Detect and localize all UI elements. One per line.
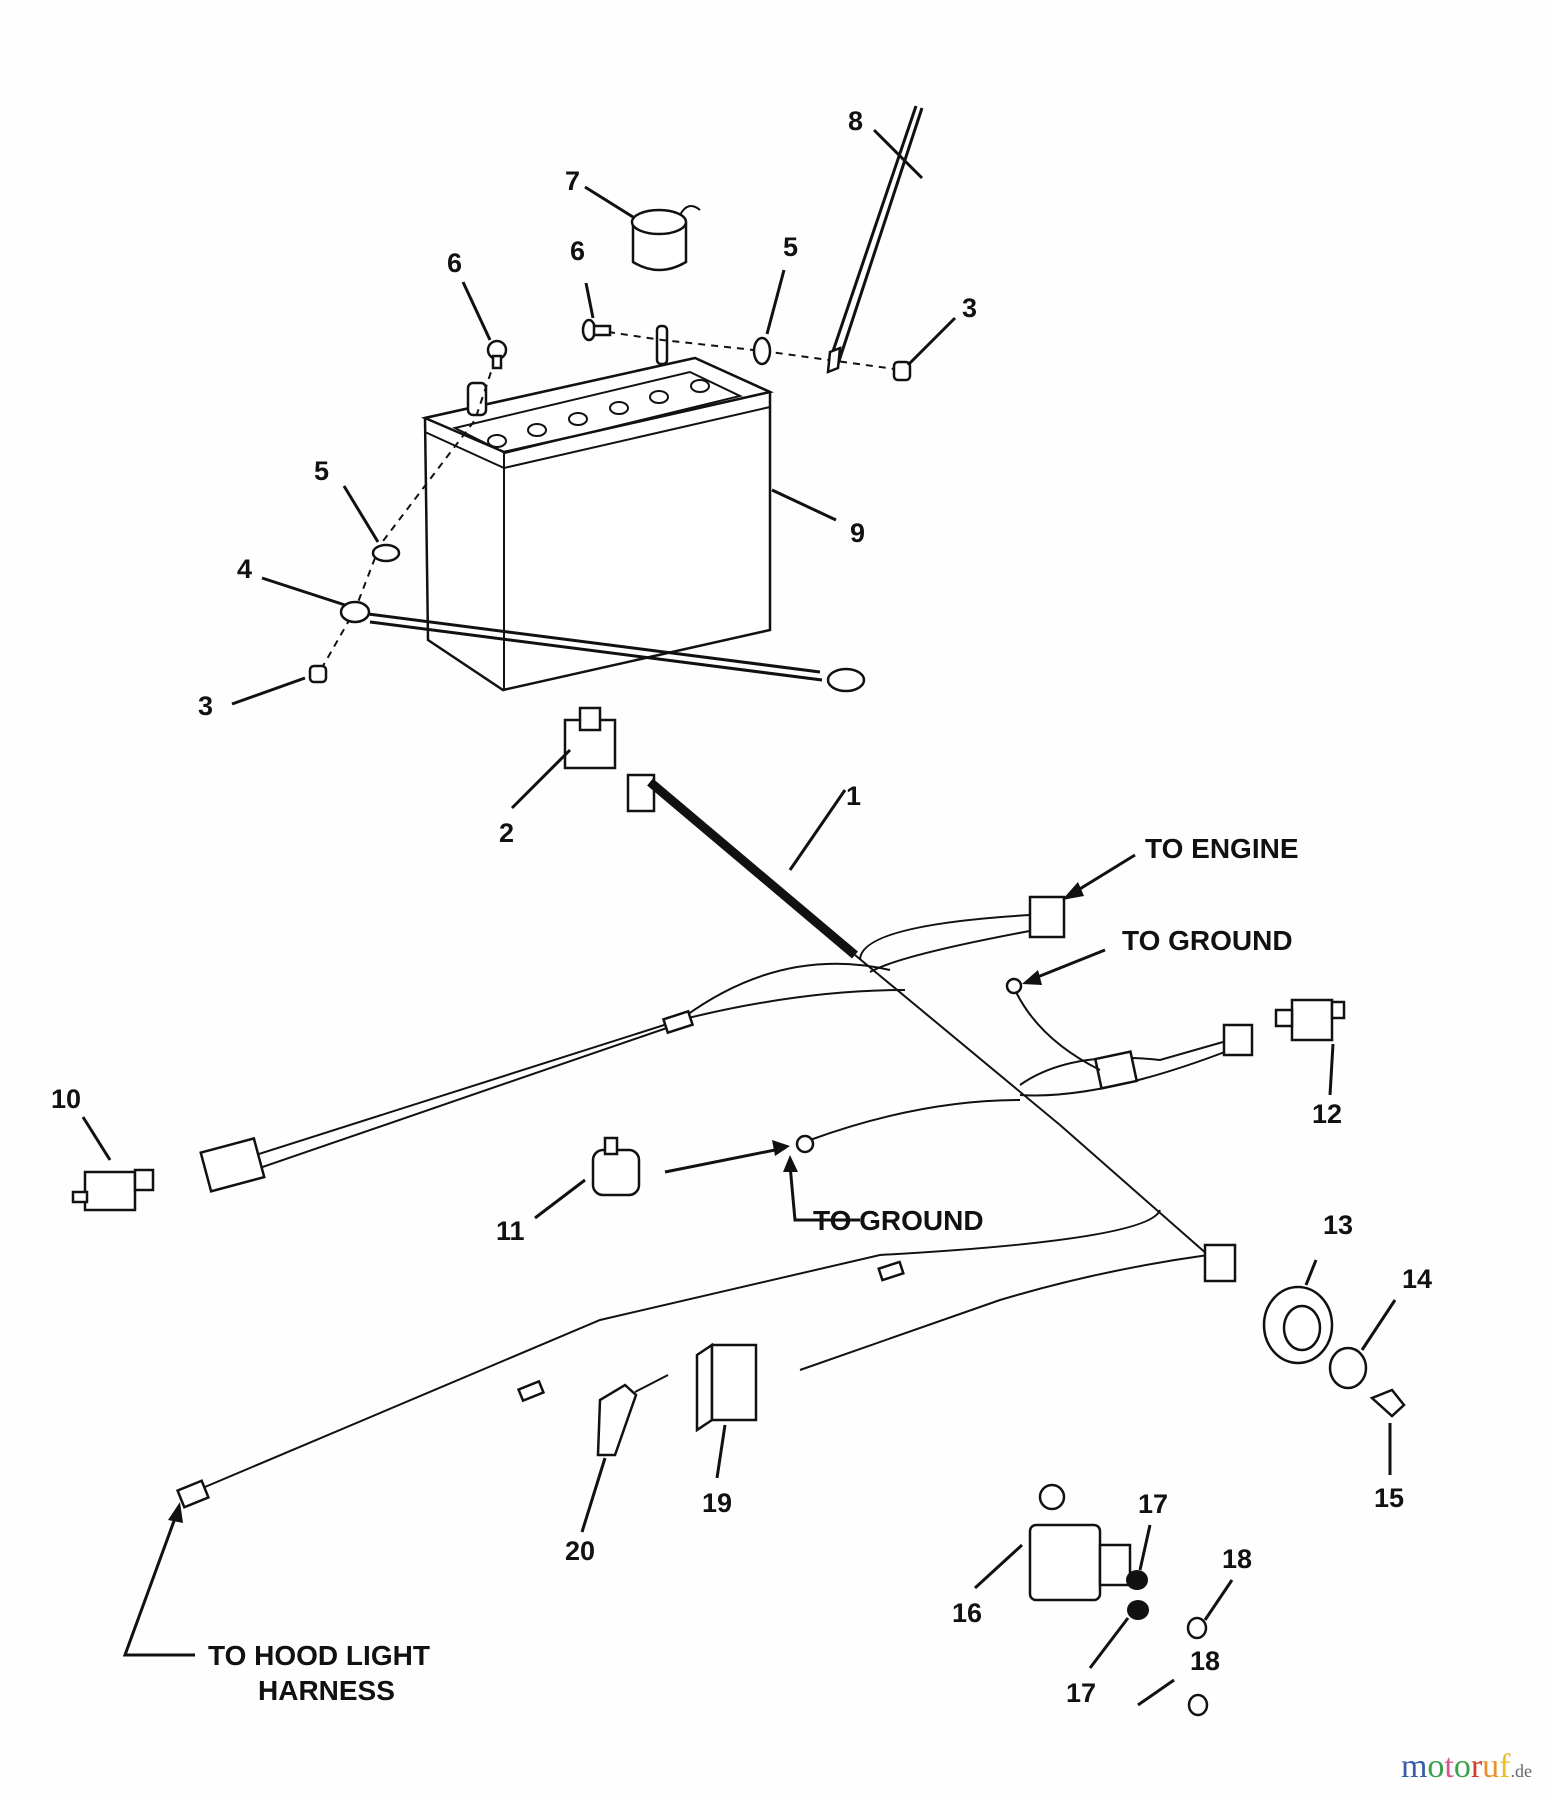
callout-6-left: 6	[447, 248, 462, 278]
nut-left	[308, 664, 328, 684]
battery	[420, 324, 774, 692]
callout-15: 15	[1374, 1483, 1404, 1513]
callout-19: 19	[702, 1488, 732, 1518]
negative-cable	[339, 600, 866, 693]
nut-right	[892, 360, 912, 382]
terminal-cover	[630, 205, 701, 272]
callout-16: 16	[952, 1598, 982, 1628]
callout-8: 8	[848, 106, 863, 136]
watermark-letter: o	[1427, 1748, 1445, 1785]
solenoid-16	[1028, 1483, 1132, 1602]
switch-12	[1274, 998, 1346, 1042]
callout-numbers: 1 2 3 3 4 5 5 6 6 7 8 9 10 11 12 13 14 1…	[51, 106, 1432, 1708]
watermark-letter: m	[1400, 1748, 1428, 1785]
callout-2: 2	[499, 818, 514, 848]
callout-11: 11	[496, 1216, 525, 1246]
callout-5-left: 5	[314, 456, 329, 486]
screw-18a	[1186, 1616, 1208, 1640]
callout-13: 13	[1323, 1210, 1353, 1240]
note-to-ground-upper: TO GROUND	[1122, 925, 1293, 956]
watermark-letter: t	[1444, 1748, 1454, 1785]
callout-18-upper: 18	[1222, 1544, 1252, 1574]
bolt-right	[581, 318, 612, 342]
callout-10: 10	[51, 1084, 81, 1114]
key-15	[1369, 1388, 1406, 1418]
positive-cable	[826, 105, 924, 374]
callout-12: 12	[1312, 1099, 1342, 1129]
key-20	[596, 1374, 669, 1457]
note-to-ground-lower: TO GROUND	[813, 1205, 984, 1236]
callout-18-lower: 18	[1190, 1646, 1220, 1676]
switch-10	[71, 1168, 155, 1212]
washer-left	[371, 543, 401, 563]
arrow-11	[664, 1146, 786, 1174]
callout-3-right: 3	[962, 293, 977, 323]
callout-20: 20	[565, 1536, 595, 1566]
module-19	[695, 1342, 758, 1433]
callout-6-right: 6	[570, 236, 585, 266]
assembly-line-left	[314, 359, 496, 681]
washer-right	[752, 336, 772, 366]
note-to-engine: TO ENGINE	[1145, 833, 1299, 864]
nut-17a	[1126, 1570, 1148, 1590]
nut-17b	[1127, 1600, 1149, 1620]
note-to-hood-light-line1: TO HOOD LIGHT	[208, 1640, 430, 1671]
note-arrows	[122, 853, 1136, 1657]
note-to-hood-light-line2: HARNESS	[258, 1675, 395, 1706]
watermark-suffix: .de	[1510, 1761, 1533, 1781]
watermark-letter: f	[1499, 1748, 1511, 1785]
callout-17-lower: 17	[1066, 1678, 1096, 1708]
watermark-letter: u	[1482, 1748, 1500, 1785]
wiring-harness	[175, 706, 1254, 1509]
screw-18b	[1187, 1693, 1209, 1717]
callout-17-upper: 17	[1138, 1489, 1168, 1519]
callout-3-left: 3	[198, 691, 213, 721]
nut-14	[1328, 1346, 1368, 1390]
switch-11	[591, 1136, 641, 1197]
watermark-letter: r	[1470, 1748, 1483, 1785]
watermark-logo: motoruf.de	[1401, 1748, 1532, 1786]
callout-9: 9	[850, 518, 865, 548]
callout-1: 1	[846, 781, 861, 811]
callout-14: 14	[1402, 1264, 1432, 1294]
ignition-switch-13	[1262, 1285, 1334, 1365]
connector-2	[563, 706, 617, 770]
watermark-letter: o	[1453, 1748, 1471, 1785]
callout-7: 7	[565, 166, 580, 196]
bolt-left	[486, 339, 508, 370]
leader-lines	[81, 128, 1397, 1707]
callout-4: 4	[237, 554, 252, 584]
callout-5-right: 5	[783, 232, 798, 262]
